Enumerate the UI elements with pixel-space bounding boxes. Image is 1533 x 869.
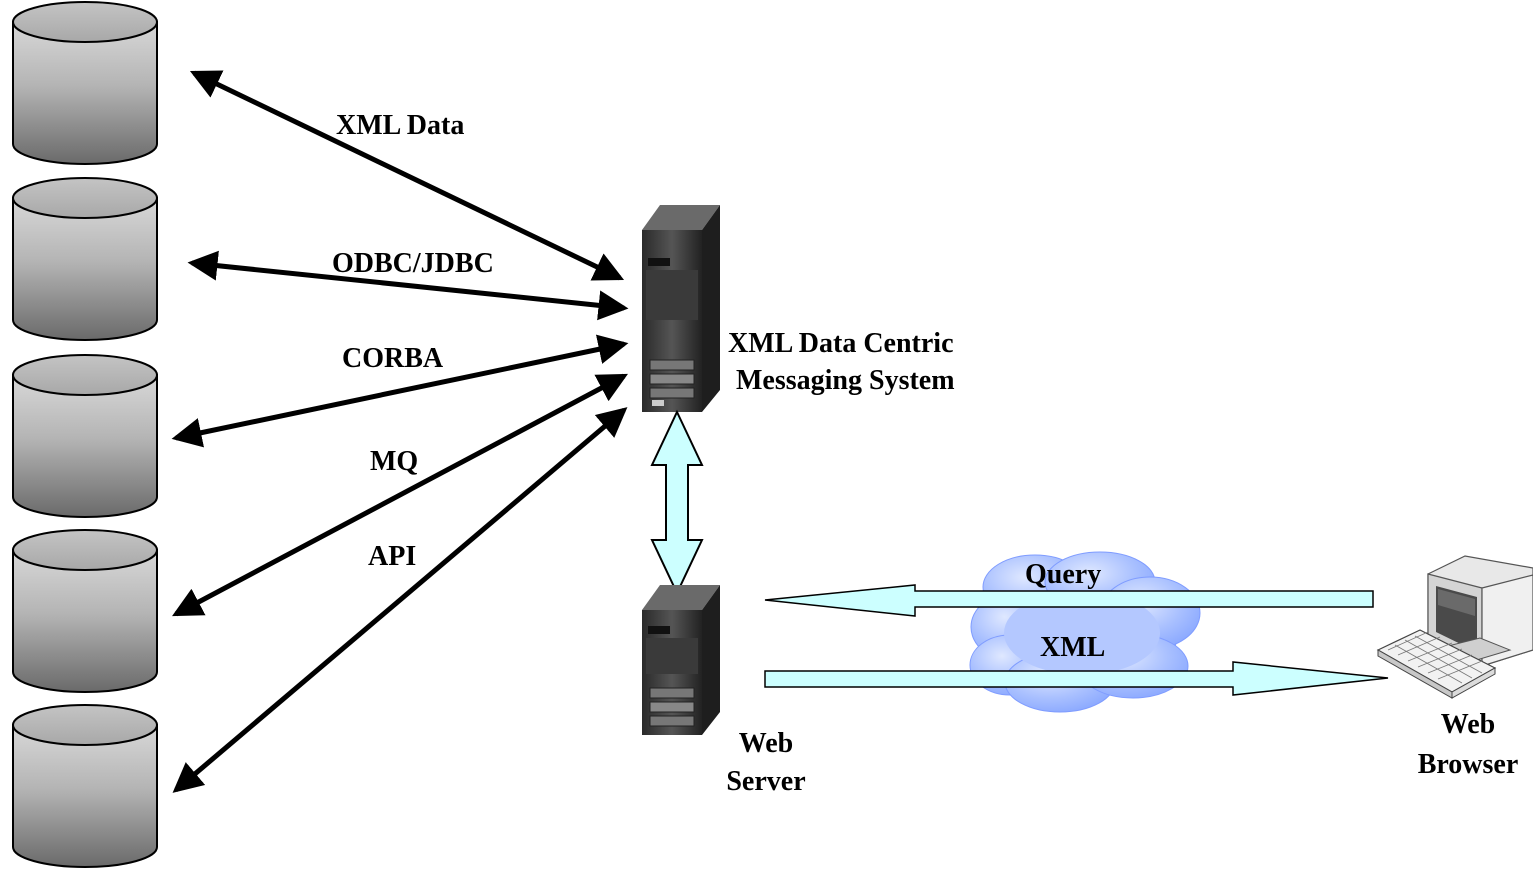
messaging-system-label-line1: XML Data Centric: [728, 328, 954, 359]
connection-arrow-xml-data: [189, 70, 625, 281]
messaging-server-icon: [642, 205, 720, 412]
web-server-icon: [642, 585, 720, 735]
web-server-label-line1: Web: [739, 728, 793, 759]
database-icon: [12, 1, 158, 165]
database-icon: [12, 529, 158, 693]
connection-arrows: [171, 70, 629, 793]
web-server-label-line2: Server: [726, 766, 805, 797]
database-icon: [12, 354, 158, 518]
xml-response-arrow: [764, 661, 1389, 696]
connection-label-corba: CORBA: [342, 343, 444, 374]
messaging-system-label-line2: Messaging System: [736, 365, 955, 396]
connection-label-mq: MQ: [370, 446, 418, 477]
web-browser-label-line1: Web: [1441, 709, 1495, 740]
database-icon: [12, 704, 158, 868]
connection-label-xml-data: XML Data: [336, 110, 464, 141]
xml-label: XML: [1040, 632, 1105, 663]
connection-label-odbc-jdbc: ODBC/JDBC: [332, 248, 494, 279]
web-browser-label-line2: Browser: [1418, 749, 1519, 780]
query-arrow: [764, 584, 1374, 617]
connection-arrow-api: [172, 407, 628, 793]
connection-arrow-mq: [172, 373, 628, 617]
connection-label-api: API: [368, 541, 416, 572]
server-link-arrow: [650, 409, 704, 596]
database-icon: [12, 177, 158, 341]
computer-icon: [1376, 555, 1533, 699]
connection-arrow-odbc-jdbc: [187, 250, 629, 321]
query-label: Query: [1025, 559, 1101, 590]
